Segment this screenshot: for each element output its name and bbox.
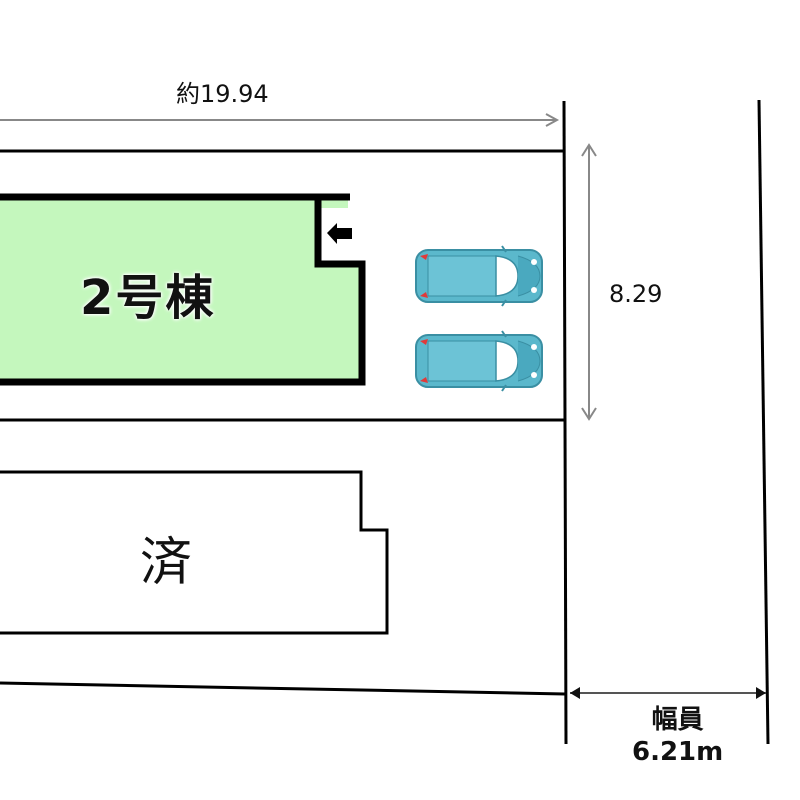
frontage-width-label: 約19.94	[176, 80, 269, 108]
parking-car-2	[415, 330, 543, 392]
parking-car-1	[415, 245, 543, 307]
lot-boundary	[0, 149, 566, 696]
lot-depth-label: 8.29	[609, 280, 663, 308]
sold-building-label: 済	[140, 533, 193, 593]
depth-dimension-line	[581, 143, 597, 421]
road-label-title: 幅員	[651, 705, 704, 735]
frontage-dimension-line	[0, 113, 560, 127]
entrance-arrow-icon	[327, 223, 352, 244]
building-2-label: 2号棟	[80, 270, 216, 326]
sold-building-footprint	[0, 470, 389, 635]
road-width-dimension-line	[570, 687, 766, 699]
road-edges	[562, 99, 770, 745]
road-width-label: 幅員 6.21m	[632, 704, 723, 768]
building-2-footprint	[0, 197, 362, 382]
road-label-width: 6.21m	[632, 737, 724, 767]
